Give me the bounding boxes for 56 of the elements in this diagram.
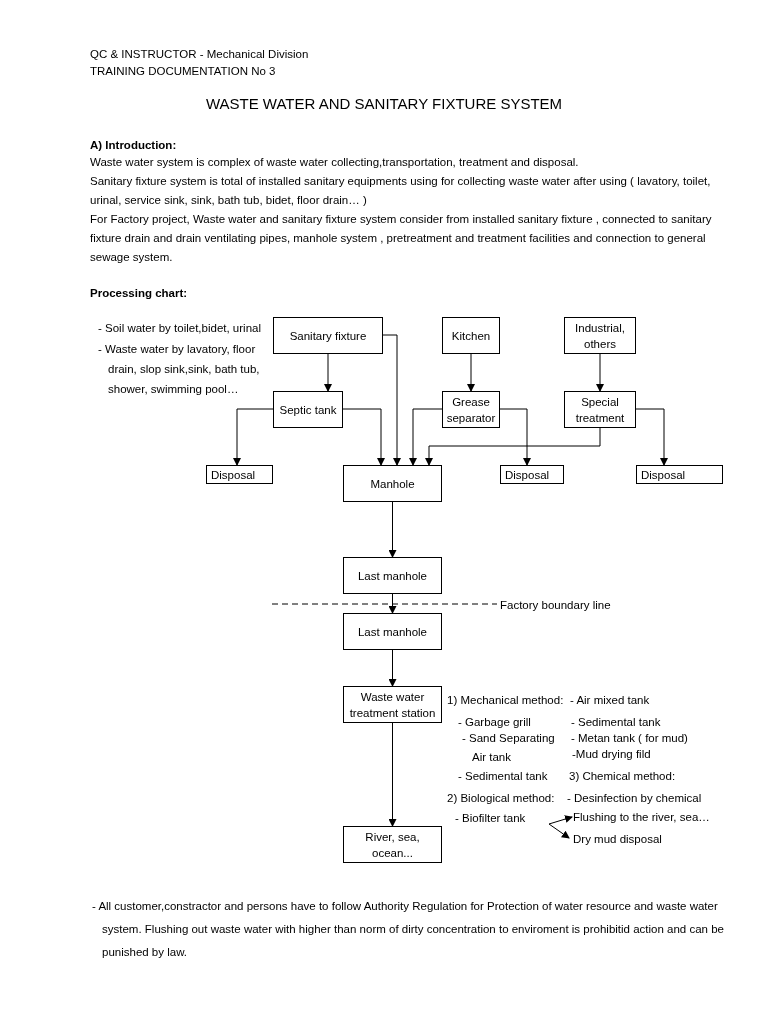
process-box: Last manhole [343,557,442,594]
text: For Factory project, Waste water and sanitary fixture system consider from installed sanitary fixture , connected to sanitary fixture drain and drain ventilating pipes, manhole system , pretreatment and treatment facilities and connection to general sewage system. [90,212,713,265]
arrow [548,823,570,839]
arrow [467,353,475,392]
section-heading: A) Introduction: [90,138,177,153]
process-box: Sanitary fixture [273,317,383,354]
text: - Soil water by toilet,bidet, urinal [98,321,262,336]
text: -Mud drying fild [572,747,651,762]
text: - Metan tank ( for mud) [571,731,688,746]
section-heading: Processing chart: [90,286,188,301]
arrow [342,408,385,466]
arrow [499,408,531,466]
process-box: Industrial, others [564,317,636,354]
text: - Sedimental tank [458,769,548,784]
header-text: TRAINING DOCUMENTATION No 3 [90,64,276,79]
text: - Desinfection by chemical [567,791,702,806]
text: - Sedimental tank [571,715,661,730]
process-box: Waste water treatment station [343,686,442,723]
arrow [548,815,573,825]
process-box: Grease separator [442,391,500,428]
text: - Sand Separating Air tank [462,731,556,765]
process-box: Disposal [206,465,273,484]
arrow [388,593,397,614]
arrow [635,408,668,466]
arrow [388,501,397,558]
text: - Waste water by lavatory, floor drain, slop sink,sink, bath tub, shower, swimming pool… [98,342,261,397]
process-box: Special treatment [564,391,636,428]
text: Waste water system is complex of waste water collecting,transportation, treatment and disposal. [90,155,580,170]
process-box: Septic tank [273,391,343,428]
text: - Garbage grill [458,715,531,730]
text: Sanitary fixture system is total of installed sanitary equipments using for collecting waste water after using ( lavatory, toilet, urinal, service sink, sink, bath tub, bidet, floor drain… ) [90,174,712,208]
arrow [409,408,443,466]
arrow [388,649,397,687]
boundary-label: Factory boundary line [500,598,611,613]
text: 1) Mechanical method: [447,693,564,708]
text: 2) Biological method: [447,791,555,806]
text: 3) Chemical method: [569,769,676,784]
process-box: Manhole [343,465,442,502]
process-box: Disposal [500,465,564,484]
arrow [233,408,274,466]
header-text: QC & INSTRUCTOR - Mechanical Division [90,47,309,62]
text: - Air mixed tank [570,693,650,708]
process-box: Disposal [636,465,723,484]
text: - All customer,constractor and persons have to follow Authority Regulation for Protection of water resource and waste water system. Flushing out waste water with higher than norm of dirty concentration to enviroment is prohibitid action and can be punished by law. [92,899,725,960]
arrow [425,427,601,466]
arrow [388,722,397,827]
process-box: Kitchen [442,317,500,354]
arrow [324,353,332,392]
outcome-text: Dry mud disposal [573,831,683,847]
text: - Biofilter tank [455,811,526,826]
process-box: Last manhole [343,613,442,650]
arrow [596,353,604,392]
outcome-text: Flushing to the river, sea… [573,809,723,825]
process-box: River, sea, ocean... [343,826,442,863]
document-title: WASTE WATER AND SANITARY FIXTURE SYSTEM [204,94,564,113]
arrow [382,334,401,466]
